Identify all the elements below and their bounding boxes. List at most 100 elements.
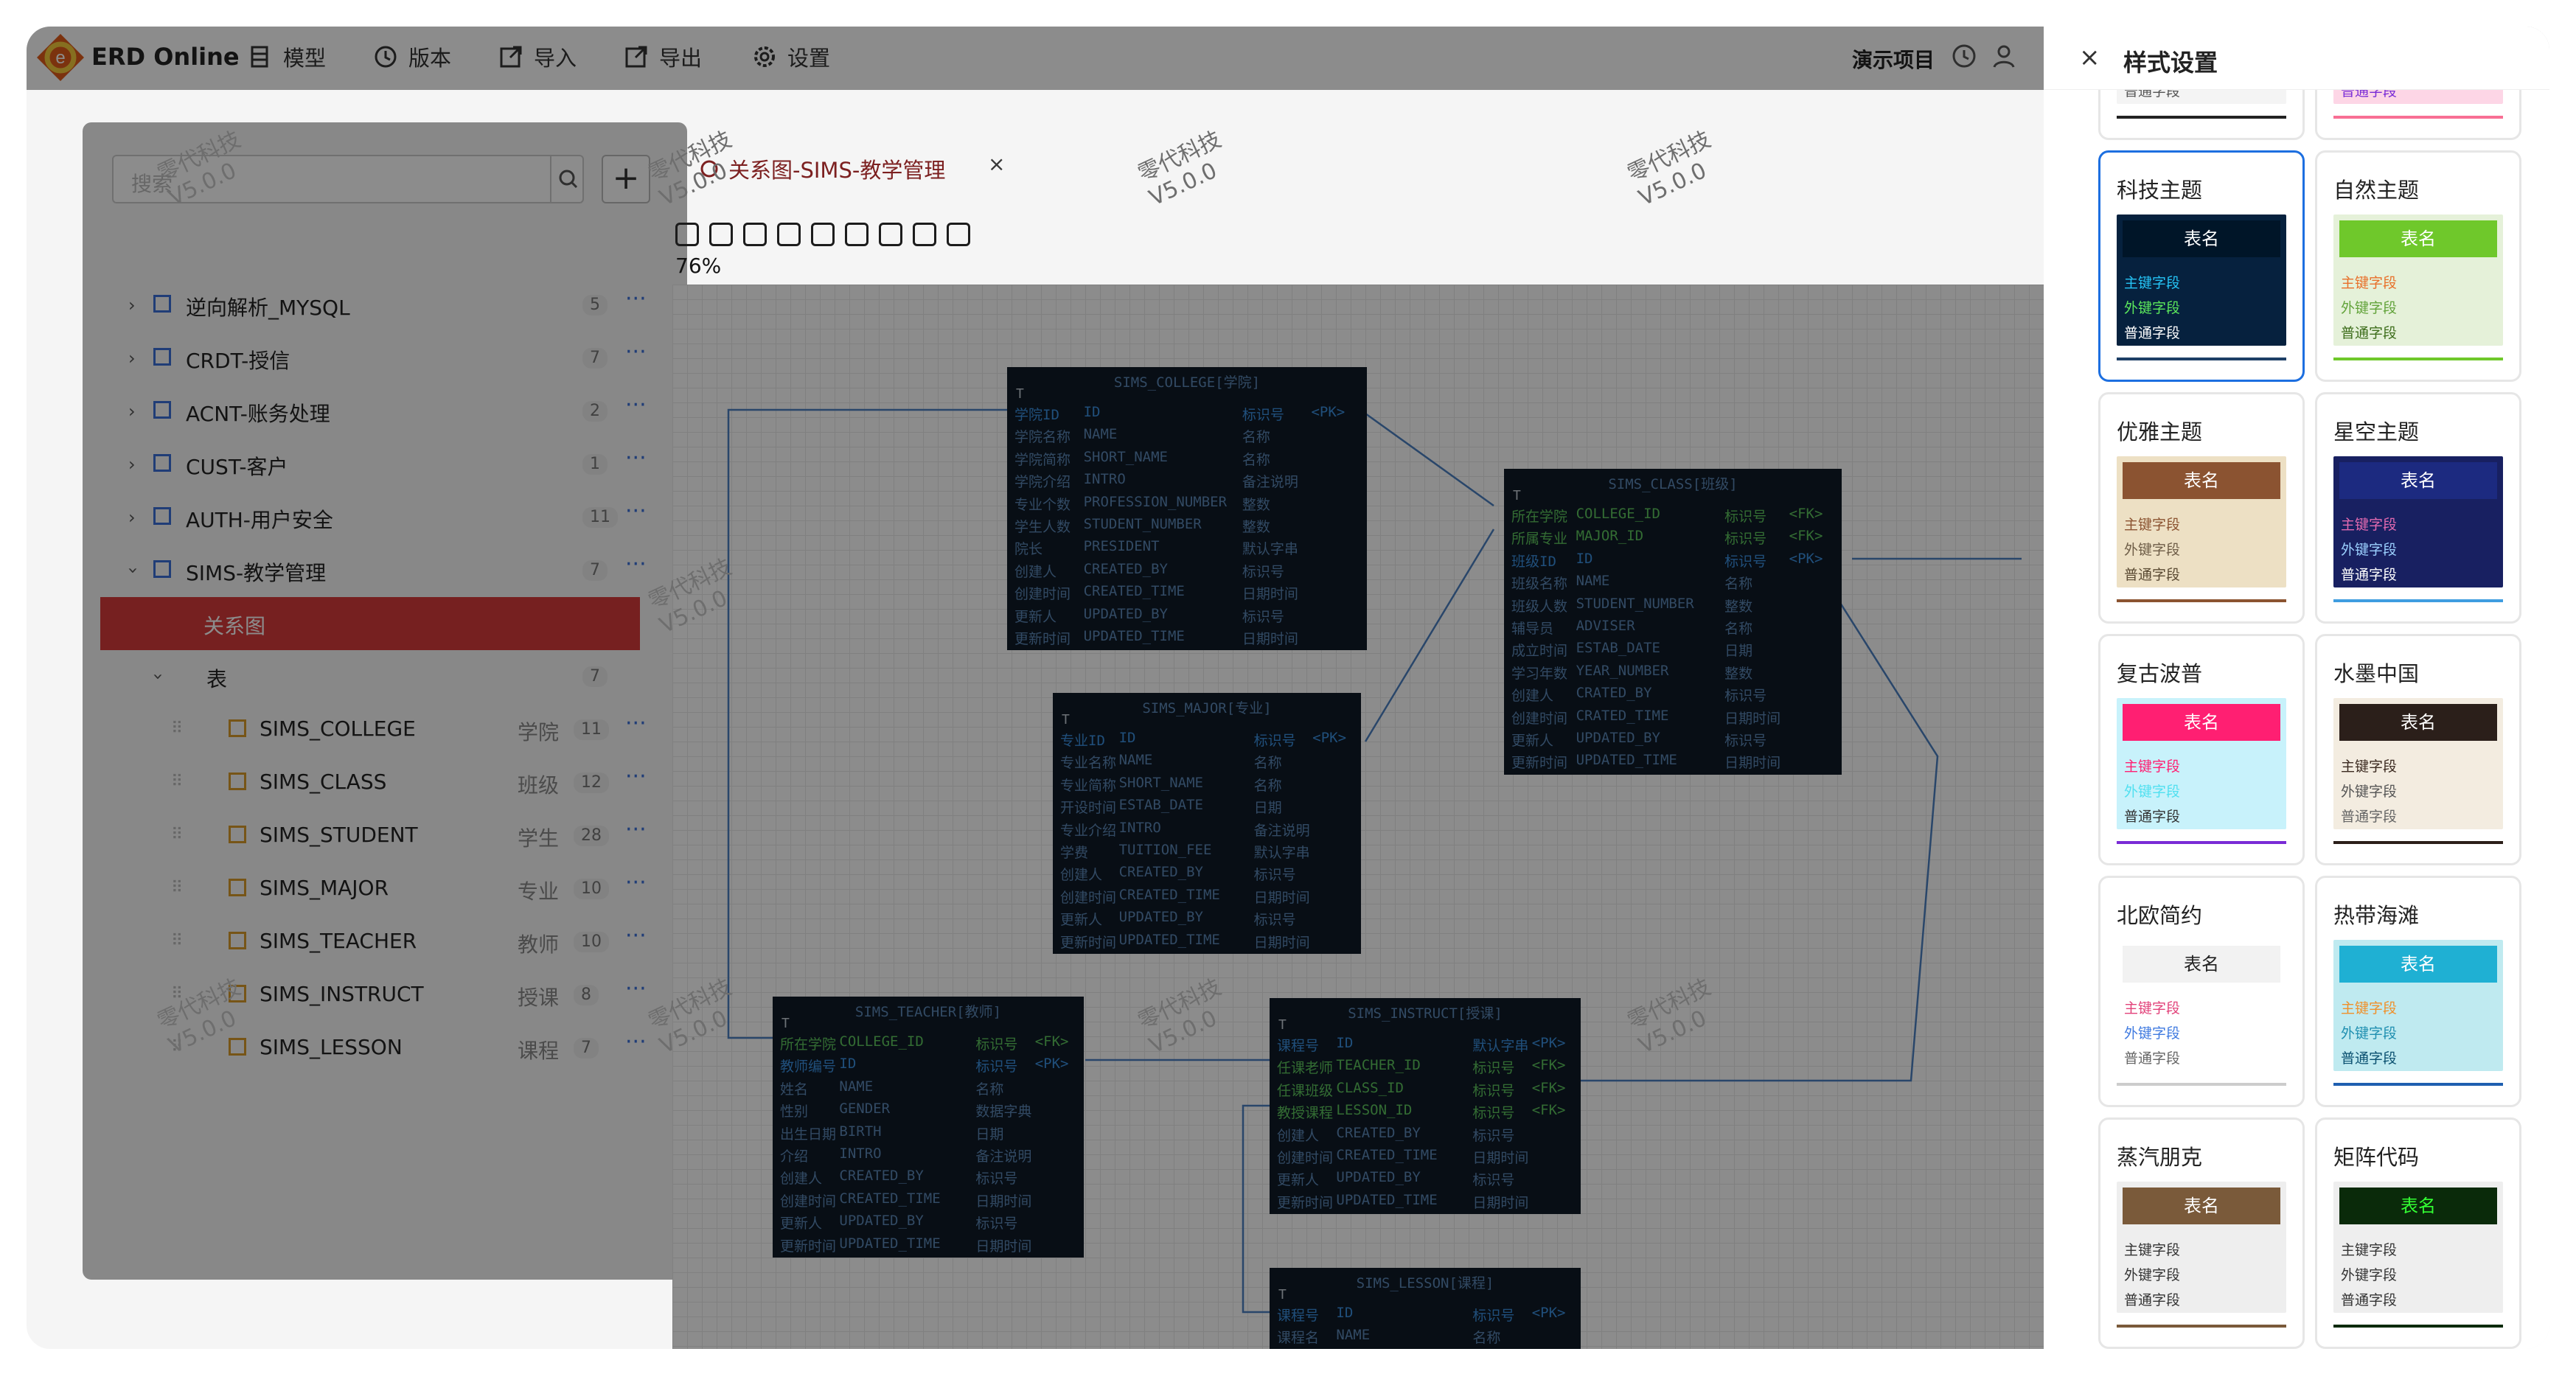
more-icon[interactable]: ··· — [625, 392, 647, 418]
more-icon[interactable]: ··· — [625, 445, 647, 471]
theme-card[interactable]: 蒸汽朋克表名主键字段外键字段普通字段 — [2098, 1117, 2305, 1349]
entity-table[interactable]: SIMS_LESSON[课程]T课程号ID标识号<PK>课程名NAME名称课程说… — [1270, 1268, 1581, 1349]
drag-handle-icon[interactable]: ⠿ — [171, 1038, 184, 1056]
zoom-in-icon[interactable] — [675, 223, 699, 246]
tab-diagram[interactable]: 关系图-SIMS-教学管理 × — [699, 144, 1009, 196]
search-button[interactable] — [550, 156, 584, 202]
undo-icon[interactable] — [845, 223, 868, 246]
export-image-icon[interactable] — [913, 223, 936, 246]
more-icon[interactable]: ··· — [625, 817, 647, 843]
chevron-right-icon[interactable]: › — [128, 401, 136, 422]
theme-card[interactable]: 科技主题表名主键字段外键字段普通字段 — [2098, 150, 2305, 382]
chevron-down-icon[interactable]: ‹ — [146, 673, 167, 680]
theme-card[interactable]: 水墨中国表名主键字段外键字段普通字段 — [2315, 634, 2521, 865]
theme-card[interactable]: 星空主题表名主键字段外键字段普通字段 — [2315, 392, 2521, 624]
chevron-right-icon[interactable]: › — [128, 348, 136, 369]
fullscreen-icon[interactable] — [777, 223, 801, 246]
zoom-out-icon[interactable] — [709, 223, 733, 246]
more-icon[interactable]: ··· — [625, 923, 647, 949]
more-icon[interactable]: ··· — [625, 711, 647, 736]
fit-icon[interactable] — [743, 223, 767, 246]
user-icon[interactable] — [1991, 43, 2017, 69]
theme-card[interactable]: 优雅主题表名主键字段外键字段普通字段 — [2098, 392, 2305, 624]
search-input[interactable]: 搜索 — [112, 155, 584, 203]
drag-handle-icon[interactable]: ⠿ — [171, 826, 184, 844]
theme-card[interactable]: 北欧简约表名主键字段外键字段普通字段 — [2098, 876, 2305, 1107]
nav-export[interactable]: 导出 — [624, 41, 702, 72]
more-icon[interactable]: ··· — [625, 870, 647, 896]
more-icon[interactable]: ··· — [625, 339, 647, 365]
history-icon[interactable] — [1951, 43, 1977, 69]
theme-card[interactable]: 热带海滩表名主键字段外键字段普通字段 — [2315, 876, 2521, 1107]
chevron-right-icon[interactable]: › — [128, 454, 136, 475]
add-button[interactable]: + — [602, 155, 650, 203]
project-name[interactable]: 演示项目 — [1852, 48, 1935, 72]
more-icon[interactable]: ··· — [625, 764, 647, 789]
nav-settings[interactable]: 设置 — [752, 41, 830, 72]
tab-close-icon[interactable]: × — [988, 152, 1006, 176]
nav-import[interactable]: 导入 — [498, 41, 577, 72]
canvas-settings-icon[interactable] — [947, 223, 970, 246]
chevron-down-icon[interactable]: ‹ — [121, 567, 142, 574]
entity-field[interactable]: 课程说明INTRO备注说明 — [1277, 1347, 1573, 1349]
